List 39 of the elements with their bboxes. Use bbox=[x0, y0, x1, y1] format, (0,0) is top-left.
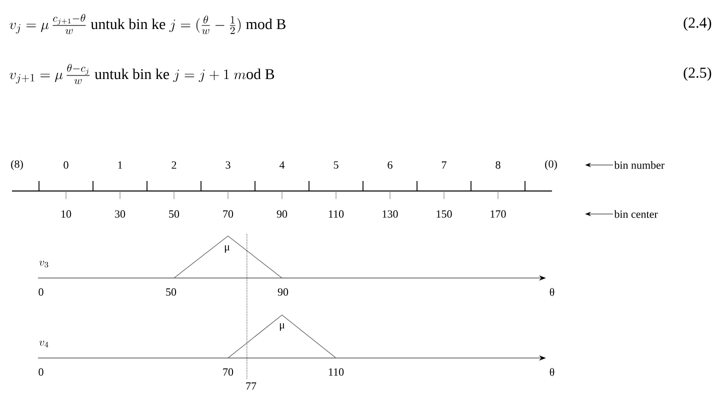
axis-caption: bin number bbox=[614, 161, 665, 169]
tick-label: 0 bbox=[38, 288, 44, 296]
curve-label: $v_{3}$ bbox=[39, 260, 48, 268]
bin-number: 2 bbox=[172, 161, 176, 169]
tick-label: 0 bbox=[38, 368, 44, 376]
equation-number: (2.4) bbox=[684, 17, 712, 31]
bin-number: 5 bbox=[334, 161, 338, 169]
curve-label: $v_{4}$ bbox=[39, 340, 48, 348]
tick-label: 110 bbox=[328, 210, 344, 218]
bin-number: 0 bbox=[64, 161, 68, 169]
tick-label: 130 bbox=[382, 210, 398, 218]
equation: $v_{j+1} = \mu\,\frac{\theta-c_{j}}{w}\ \text{untuk bin ke }j = j+1\ m\text{od B}$ bbox=[10, 64, 274, 84]
peak-label: μ bbox=[224, 245, 230, 253]
tick-label: 50 bbox=[169, 210, 180, 218]
axis-label: θ bbox=[550, 368, 554, 376]
bin-number: 8 bbox=[496, 161, 500, 169]
tick-label: 10 bbox=[61, 210, 72, 218]
tick-label: 77 bbox=[246, 382, 256, 390]
axis-label: θ bbox=[550, 288, 554, 296]
bin-number: 4 bbox=[279, 161, 285, 169]
tick-label: 70 bbox=[223, 368, 234, 376]
bin-number: 7 bbox=[442, 161, 446, 169]
tick-label: 110 bbox=[328, 368, 344, 376]
peak-label: μ bbox=[280, 323, 284, 331]
tick-label: 30 bbox=[115, 210, 126, 218]
tick-label: 50 bbox=[166, 288, 176, 296]
tick-label: 70 bbox=[223, 210, 234, 218]
tick-label: 90 bbox=[276, 210, 288, 218]
equation-number: (2.5) bbox=[684, 67, 712, 81]
equation: $v_{j} = \mu\,\frac{c_{j+1}-\theta}{w}\ \text{untuk bin ke }j = (\frac{\theta}{w}-\frac{1}{2})\ \text{mod B}$ bbox=[10, 14, 286, 34]
tick-label: 170 bbox=[490, 210, 506, 218]
axis-caption: bin center bbox=[614, 210, 658, 218]
tick-label: 150 bbox=[436, 210, 452, 218]
bin-number: (8) bbox=[11, 160, 23, 170]
bin-number: 1 bbox=[118, 161, 122, 169]
bin-number: (0) bbox=[545, 160, 557, 170]
tick-label: 90 bbox=[278, 288, 288, 296]
bin-number: 3 bbox=[226, 161, 230, 169]
bin-number: 6 bbox=[388, 161, 392, 169]
